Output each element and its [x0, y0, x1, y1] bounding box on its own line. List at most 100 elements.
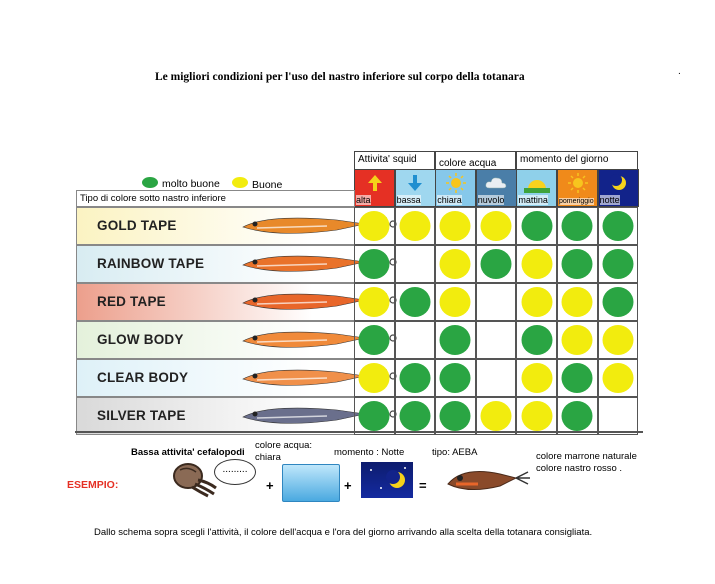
example-water: colore acqua: chiara	[255, 440, 313, 463]
equals-sign: =	[419, 478, 427, 493]
table-cell	[354, 397, 395, 435]
table-cell	[394, 207, 436, 245]
green-dot-icon	[561, 211, 593, 241]
column-label: mattina	[518, 195, 548, 205]
brown-lure-icon	[438, 460, 533, 500]
row-name: CLEAR BODY	[97, 370, 189, 385]
table-cell	[516, 245, 557, 283]
green-dot-icon	[602, 211, 634, 241]
table-cell	[354, 283, 395, 321]
table-cell	[475, 245, 517, 283]
row-label: SILVER TAPE	[76, 397, 397, 435]
column-label: chiara	[437, 195, 462, 205]
green-dot-icon	[399, 287, 431, 317]
table-cell	[475, 207, 517, 245]
yellow-dot-icon	[602, 325, 634, 355]
green-dot-icon	[399, 363, 431, 393]
example-result-2: colore nastro rosso .	[536, 463, 623, 474]
yellow-dot-icon	[561, 325, 593, 355]
yellow-dot-icon	[602, 363, 634, 393]
green-dot-icon	[358, 325, 390, 355]
column-header-nuvolo: nuvolo	[475, 169, 517, 207]
table-cell	[557, 245, 598, 283]
page-title: Le migliori condizioni per l'uso del nas…	[155, 71, 525, 83]
green-dot-icon	[399, 401, 431, 431]
yellow-dot-icon	[439, 211, 471, 241]
table-cell	[394, 321, 436, 359]
green-dot-icon	[602, 249, 634, 279]
green-dot-icon	[358, 401, 390, 431]
green-dot-icon	[439, 363, 471, 393]
sunrise-icon	[523, 173, 550, 196]
table-cell	[597, 283, 639, 321]
green-dot-icon	[480, 249, 512, 279]
sun-icon	[567, 173, 589, 196]
column-header-chiara: chiara	[435, 169, 477, 207]
yellow-dot-icon	[232, 177, 248, 188]
row-name: RED TAPE	[97, 294, 166, 309]
table-cell	[394, 283, 436, 321]
table-cell	[354, 245, 395, 283]
green-dot-icon	[142, 177, 158, 188]
table-cell	[435, 207, 476, 245]
example-type: tipo: AEBA	[432, 447, 478, 458]
column-label: notte	[599, 195, 620, 205]
table-cell	[597, 207, 639, 245]
row-label: RAINBOW TAPE	[76, 245, 397, 283]
table-cell	[354, 359, 395, 397]
table-cell	[597, 397, 639, 435]
row-label: GOLD TAPE	[76, 207, 397, 245]
table-cell	[435, 321, 476, 359]
sun-icon	[445, 173, 467, 196]
green-dot-icon	[521, 325, 553, 355]
row-name: GOLD TAPE	[97, 218, 177, 233]
example-result-1: colore marrone naturale	[536, 451, 637, 462]
night-moon-icon	[361, 462, 413, 498]
yellow-dot-icon	[480, 401, 512, 431]
column-label: pomeriggio	[559, 198, 594, 205]
footer-note: Dallo schema sopra scegli l'attività, il…	[94, 527, 593, 538]
table-cell	[557, 321, 598, 359]
yellow-dot-icon	[480, 211, 512, 241]
row-label: CLEAR BODY	[76, 359, 397, 397]
table-cell	[516, 207, 557, 245]
plus-sign: +	[344, 478, 352, 493]
row-name: GLOW BODY	[97, 332, 184, 347]
yellow-dot-icon	[439, 249, 471, 279]
table-cell	[435, 283, 476, 321]
column-header-bassa: bassa	[394, 169, 436, 207]
green-dot-icon	[439, 401, 471, 431]
column-label: alta	[356, 195, 371, 205]
example-time: momento : Notte	[334, 447, 405, 458]
table-cell	[557, 359, 598, 397]
clear-water-icon	[282, 464, 340, 502]
squid-icon	[170, 458, 220, 498]
speech-bubble: .........	[214, 459, 256, 485]
example-label: ESEMPIO:	[67, 479, 119, 491]
column-header-pomeriggio: pomeriggio	[557, 169, 598, 207]
yellow-dot-icon	[561, 287, 593, 317]
yellow-dot-icon	[399, 211, 431, 241]
table-cell	[597, 359, 639, 397]
column-header-notte: notte	[597, 169, 639, 207]
column-header-alta: alta	[354, 169, 395, 207]
column-label: nuvolo	[477, 195, 505, 205]
green-dot-icon	[521, 211, 553, 241]
legend-good: Buone	[252, 179, 283, 191]
green-dot-icon	[561, 401, 593, 431]
yellow-dot-icon	[521, 401, 553, 431]
table-cell	[475, 321, 517, 359]
table-cell	[516, 359, 557, 397]
yellow-dot-icon	[439, 287, 471, 317]
table-cell	[435, 359, 476, 397]
column-label: bassa	[396, 195, 421, 205]
green-dot-icon	[439, 325, 471, 355]
table-cell	[435, 397, 476, 435]
column-header-mattina: mattina	[516, 169, 558, 207]
table-cell	[394, 359, 436, 397]
yellow-dot-icon	[358, 211, 390, 241]
table-cell	[394, 397, 436, 435]
moon-icon	[608, 173, 628, 196]
table-cell	[475, 359, 517, 397]
group-water: colore acqua	[435, 151, 516, 169]
